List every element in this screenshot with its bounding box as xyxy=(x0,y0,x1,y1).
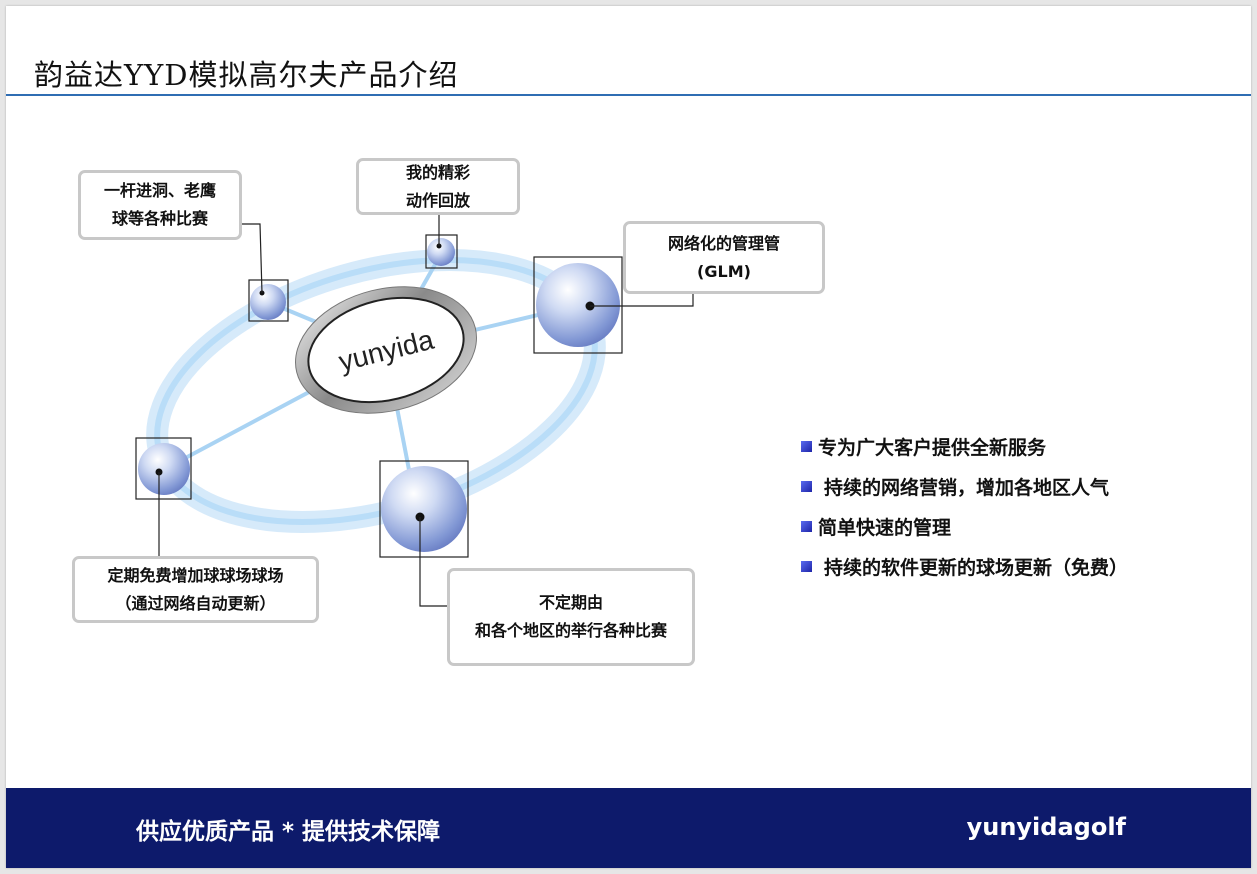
footer-bar: 供应优质产品 * 提供技术保障 yunyidagolf xyxy=(6,788,1251,868)
feature-item: 专为广大客户提供全新服务 xyxy=(801,426,1128,466)
leader-lines xyxy=(158,215,694,607)
callout-hole-in-one: 一杆进洞、老鹰 球等各种比赛 xyxy=(78,170,242,240)
hub-diagram: yunyida xyxy=(135,215,694,607)
page-title: 韵益达YYD模拟高尔夫产品介绍 xyxy=(34,58,459,92)
callout-glm: 网络化的管理管 (GLM) xyxy=(623,221,825,294)
feature-item: 持续的软件更新的球场更新（免费） xyxy=(801,546,1128,586)
sphere-node-2 xyxy=(425,234,458,269)
footer-slogan: 供应优质产品 * 提供技术保障 xyxy=(136,819,441,845)
title-divider xyxy=(6,94,1251,96)
sphere-node-3 xyxy=(533,256,623,354)
square-bullet-icon xyxy=(801,560,812,572)
footer-brand: yunyidagolf xyxy=(966,813,1126,841)
callout-course-updates: 定期免费增加球球场球场 （通过网络自动更新） xyxy=(72,556,319,623)
square-bullet-icon xyxy=(801,520,812,532)
square-bullet-icon xyxy=(801,480,812,492)
callout-regional-events: 不定期由 和各个地区的举行各种比赛 xyxy=(447,568,695,666)
feature-item: 持续的网络营销，增加各地区人气 xyxy=(801,466,1128,506)
callout-replay: 我的精彩 动作回放 xyxy=(356,158,520,215)
sphere-node-1 xyxy=(248,279,289,322)
sphere-node-5 xyxy=(379,460,469,558)
feature-item: 简单快速的管理 xyxy=(801,506,1128,546)
feature-list: 专为广大客户提供全新服务 持续的网络营销，增加各地区人气 简单快速的管理 持续的… xyxy=(801,426,1128,586)
square-bullet-icon xyxy=(801,440,812,452)
slide: 韵益达YYD模拟高尔夫产品介绍 xyxy=(6,6,1251,868)
center-disc xyxy=(307,296,465,404)
